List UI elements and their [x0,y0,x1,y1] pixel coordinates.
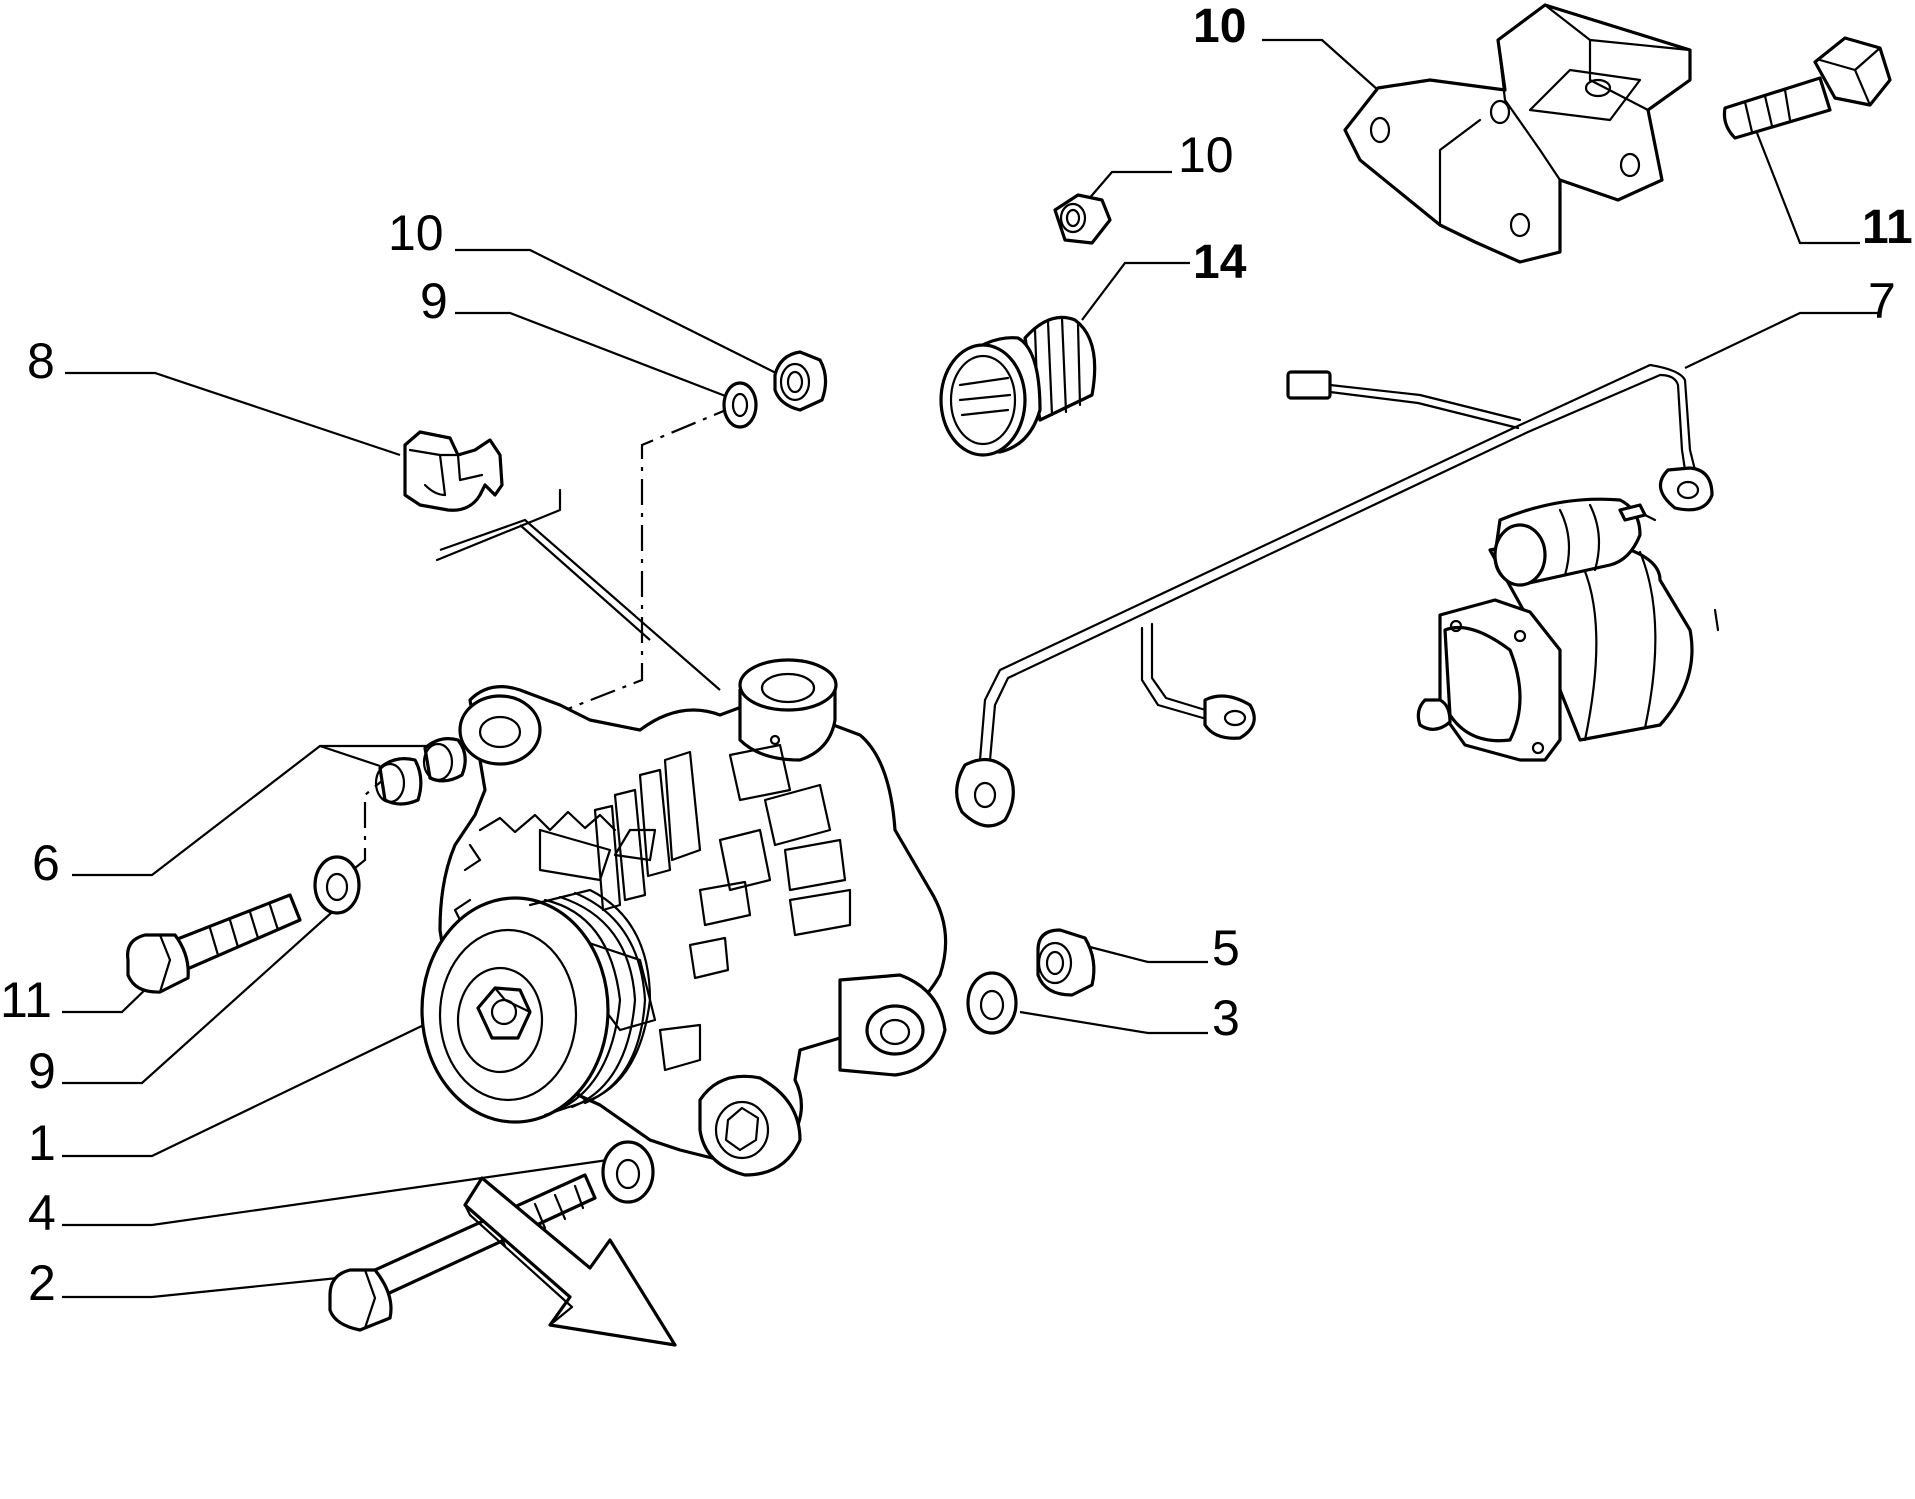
leader-9a [455,311,729,399]
washer-icon-3 [966,971,1018,1035]
callout-12: 10 [1193,0,1246,53]
axis-line-top [564,403,739,712]
callout-eleven-visible: 11 [0,972,52,1028]
leader-8 [65,371,401,457]
leader-9b [62,904,341,1085]
starter-motor-icon [1416,497,1720,762]
leader-3 [1019,1010,1208,1035]
leader-7 [1684,311,1878,369]
alternator-icon [420,658,948,1177]
washer-icon-4 [601,1140,655,1204]
nut-icon-10a [773,350,828,412]
leader-13 [1755,132,1860,245]
callout-14: 14 [1193,236,1247,289]
direction-arrow-icon [463,1176,677,1347]
leader-6 [72,744,440,877]
bushing-icon-14 [939,315,1097,457]
washer-icon-9b [313,855,361,915]
leader-11 [62,984,151,1014]
leader-8b [439,518,721,691]
leader-6b [319,744,381,768]
callout-7: 7 [1868,273,1896,329]
leader-14 [1081,261,1190,321]
callout-10b: 10 [1178,127,1234,183]
washer-icon-9a [722,381,758,429]
bracket-icon [1343,3,1692,264]
leader-10a [455,248,791,381]
bushing-icon-6 [374,737,467,806]
leader-2 [62,1276,339,1299]
callout-3: 3 [1212,990,1240,1046]
callout-2: 2 [28,1255,56,1311]
leader-4 [62,1158,609,1227]
callout-13: 11 [1862,201,1913,254]
leader-12 [1262,38,1379,91]
clip-icon [403,430,504,512]
leader-lines [62,38,1878,1299]
bolt-icon-13 [1722,36,1892,140]
wiring-harness-icon [955,363,1714,828]
axis-line-left [339,769,396,881]
bolt-icon-11 [126,893,302,994]
nut-icon-5 [1036,928,1096,997]
bracket-tick [435,488,562,562]
leader-5 [1089,945,1208,964]
callout-5: 5 [1212,920,1240,976]
callout-1: 1 [28,1115,56,1171]
callout-9a: 9 [420,273,448,329]
callout-8: 8 [27,333,55,389]
callout-4: 4 [28,1185,56,1241]
nut-icon-10b [1053,193,1112,245]
callout-10a-text: 10 [388,205,444,261]
leader-1 [62,1021,431,1158]
leader-8c [519,524,651,641]
callout-9b: 9 [28,1043,56,1099]
callout-6: 6 [32,835,60,891]
callout-labels: 10 11 10 10 14 7 10 10 9 8 6 5 3 10 11 1… [27,0,1913,1311]
